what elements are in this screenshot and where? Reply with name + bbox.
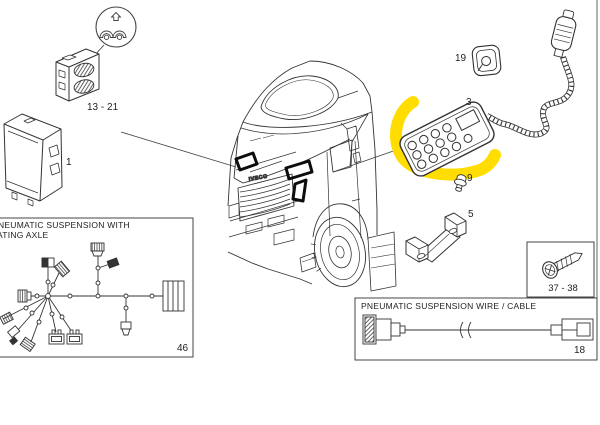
- switch-ref-label: 13 - 21: [87, 102, 119, 113]
- screws-box: 37 - 38: [526, 241, 595, 298]
- fastener-ref-label: 9: [467, 173, 473, 184]
- grommet-drawing: [471, 44, 502, 77]
- ecu-ref-label: 1: [66, 157, 72, 168]
- remote-ref-label: 3: [466, 97, 472, 108]
- grommet-ref-label: 19: [455, 53, 467, 64]
- harness-ref-label: 46: [177, 343, 189, 354]
- wire-box: PNEUMATIC SUSPENSION WIRE / CABLE 18: [354, 297, 598, 361]
- ecu-drawing: [3, 113, 63, 207]
- screws-ref-label: 37 - 38: [548, 283, 578, 294]
- wire-box-title: PNEUMATIC SUSPENSION WIRE / CABLE: [361, 301, 536, 311]
- harness-title-line2: ATING AXLE: [0, 230, 49, 240]
- bracket-drawing: [405, 212, 467, 263]
- wire-drawing: [362, 314, 594, 345]
- bracket-ref-label: 5: [468, 209, 474, 220]
- truck-cab-drawing: IVECO: [227, 60, 397, 292]
- fastener-drawing: [454, 174, 467, 192]
- harness-box: NEUMATIC SUSPENSION WITH ATING AXLE: [0, 217, 194, 358]
- remote-control-drawing: [399, 101, 495, 177]
- remote-cable-drawing: [485, 9, 577, 138]
- mount-location-marks: [234, 151, 314, 203]
- wiring-harness-drawing: [0, 242, 185, 353]
- wire-ref-label: 18: [574, 345, 586, 356]
- harness-title-line1: NEUMATIC SUSPENSION WITH: [0, 220, 130, 230]
- harness-box-frame: [0, 217, 194, 358]
- rocker-switch-drawing: [55, 48, 100, 102]
- remote-display: [455, 109, 481, 132]
- truck-brand-label: IVECO: [248, 174, 268, 183]
- screw-drawing: [542, 252, 583, 279]
- suspension-axles-icon: [95, 6, 137, 48]
- remote-buttons: [407, 123, 473, 169]
